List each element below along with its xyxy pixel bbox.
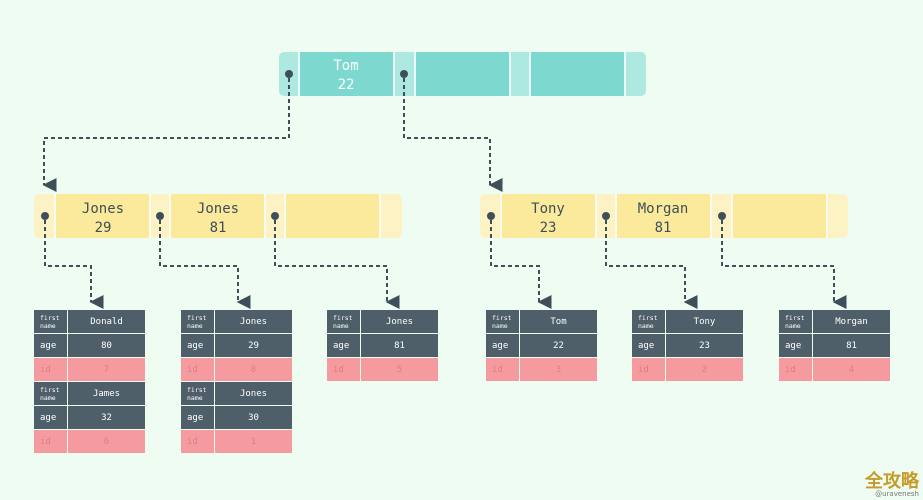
first-name-value: Jones [361,310,438,333]
internal-right-key-0-name: Tony [531,201,565,217]
internal-left-pointer-dot-0 [41,212,49,220]
first-name-label: first name [632,310,665,333]
age-value: 29 [215,334,292,357]
root-key-value: 22 [338,77,355,93]
id-label: id [34,358,67,381]
age-value: 81 [813,334,890,357]
internal-node-right: Tony 23 Morgan 81 [480,194,848,238]
internal-right-key-1-name: Morgan [638,201,689,217]
internal-node-left: Jones 29 Jones 81 [34,194,402,238]
first-name-value: Donald [68,310,145,333]
first-name-label: first name [34,382,67,405]
first-name-label: first name [181,382,214,405]
first-name-value: Jones [215,310,292,333]
age-label: age [327,334,360,357]
pointer-arrow-to-leaf-1 [159,220,251,309]
root-pointer-dot-left [285,70,293,78]
pointer-arrow-to-leaf-5 [721,220,847,309]
first-name-value: James [68,382,145,405]
first-name-label: first name [34,310,67,333]
age-value: 81 [361,334,438,357]
internal-left-key-0-value: 29 [95,220,112,236]
id-value: 7 [68,358,145,381]
internal-left-pointer-dot-1 [156,212,164,220]
first-name-label: first name [181,310,214,333]
id-label: id [632,358,665,381]
first-name-label: first name [779,310,812,333]
age-label: age [34,334,67,357]
age-label: age [34,406,67,429]
id-value: 3 [520,358,597,381]
pointer-arrow-root-to-left [42,78,290,192]
internal-left-key-1-value: 81 [210,220,227,236]
id-value: 8 [215,358,292,381]
pointer-arrow-to-leaf-2 [274,220,400,309]
root-node: Tom 22 [279,52,646,96]
root-pointer-dot-right [400,70,408,78]
internal-left-key-0-name: Jones [82,201,124,217]
id-label: id [34,430,67,453]
id-value: 2 [666,358,743,381]
pointer-arrow-to-leaf-0 [44,220,104,309]
internal-right-key-1-value: 81 [655,220,672,236]
watermark: 全攻略 @uravenesh [865,467,919,498]
first-name-value: Tony [666,310,743,333]
internal-right-pointer-dot-2 [718,212,726,220]
id-value: 5 [361,358,438,381]
pointer-arrow-root-to-right [403,78,503,192]
internal-left-key-1-name: Jones [197,201,239,217]
age-value: 80 [68,334,145,357]
id-label: id [181,358,214,381]
internal-right-key-0-value: 23 [540,220,557,236]
first-name-label: first name [327,310,360,333]
age-value: 23 [666,334,743,357]
age-label: age [632,334,665,357]
first-name-value: Jones [215,382,292,405]
age-label: age [181,406,214,429]
age-label: age [486,334,519,357]
age-label: age [779,334,812,357]
root-key-name: Tom [333,58,358,74]
internal-right-pointer-dot-0 [487,212,495,220]
age-value: 32 [68,406,145,429]
first-name-label: first name [486,310,519,333]
internal-left-pointer-dot-2 [271,212,279,220]
id-value: 1 [215,430,292,453]
id-label: id [779,358,812,381]
age-value: 30 [215,406,292,429]
internal-right-pointer-dot-1 [602,212,610,220]
id-label: id [181,430,214,453]
pointer-arrow-to-leaf-4 [605,220,698,309]
id-label: id [486,358,519,381]
id-label: id [327,358,360,381]
id-value: 6 [68,430,145,453]
pointer-arrow-to-leaf-3 [490,220,552,309]
watermark-handle: @uravenesh [875,490,919,498]
first-name-value: Morgan [813,310,890,333]
age-value: 22 [520,334,597,357]
age-label: age [181,334,214,357]
watermark-text: 全攻略 [865,471,919,492]
first-name-value: Tom [520,310,597,333]
id-value: 4 [813,358,890,381]
